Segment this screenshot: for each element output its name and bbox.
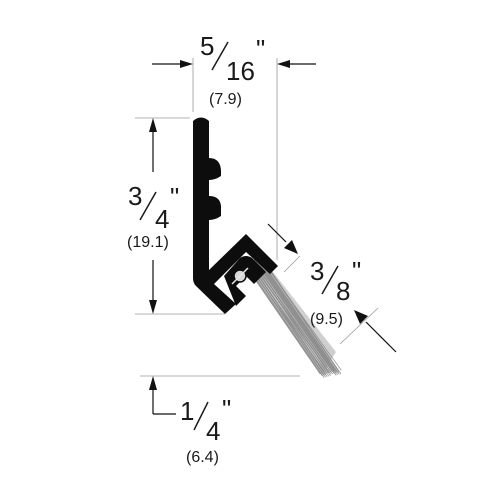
brush-offset-numerator: 1 <box>180 396 194 426</box>
brush-offset-metric: (6.4) <box>186 449 219 466</box>
top-width-denominator: 16 <box>226 56 255 86</box>
top-width-metric: (7.9) <box>209 91 242 108</box>
top-width-inch-mark: " <box>256 34 265 64</box>
brush-depth-metric: (9.5) <box>310 311 343 328</box>
brush-offset-denominator: 4 <box>206 416 220 446</box>
brush-depth-denominator: 8 <box>336 276 350 306</box>
brush-offset-inch-mark: " <box>222 394 231 424</box>
dimension-top-width <box>152 58 316 260</box>
dimension-brush-offset <box>140 375 300 415</box>
height-numerator: 3 <box>128 181 142 211</box>
dimension-brush-depth <box>267 223 397 353</box>
height-denominator: 4 <box>155 204 169 234</box>
dimension-height <box>135 117 225 315</box>
brush-bristles <box>242 257 342 378</box>
brush-depth-inch-mark: " <box>352 256 361 286</box>
brush-depth-numerator: 3 <box>310 256 324 286</box>
dimension-top-width-label: 5 16 " (7.9) <box>200 31 265 108</box>
dimension-brush-depth-label: 3 8 " (9.5) <box>310 256 361 328</box>
dimension-height-label: 3 4 " (19.1) <box>127 181 179 251</box>
dimension-brush-offset-label: 1 4 " (6.4) <box>180 394 231 466</box>
extrusion-profile <box>193 117 278 314</box>
top-width-numerator: 5 <box>200 31 214 61</box>
height-inch-mark: " <box>170 182 179 212</box>
height-metric: (19.1) <box>127 234 169 251</box>
